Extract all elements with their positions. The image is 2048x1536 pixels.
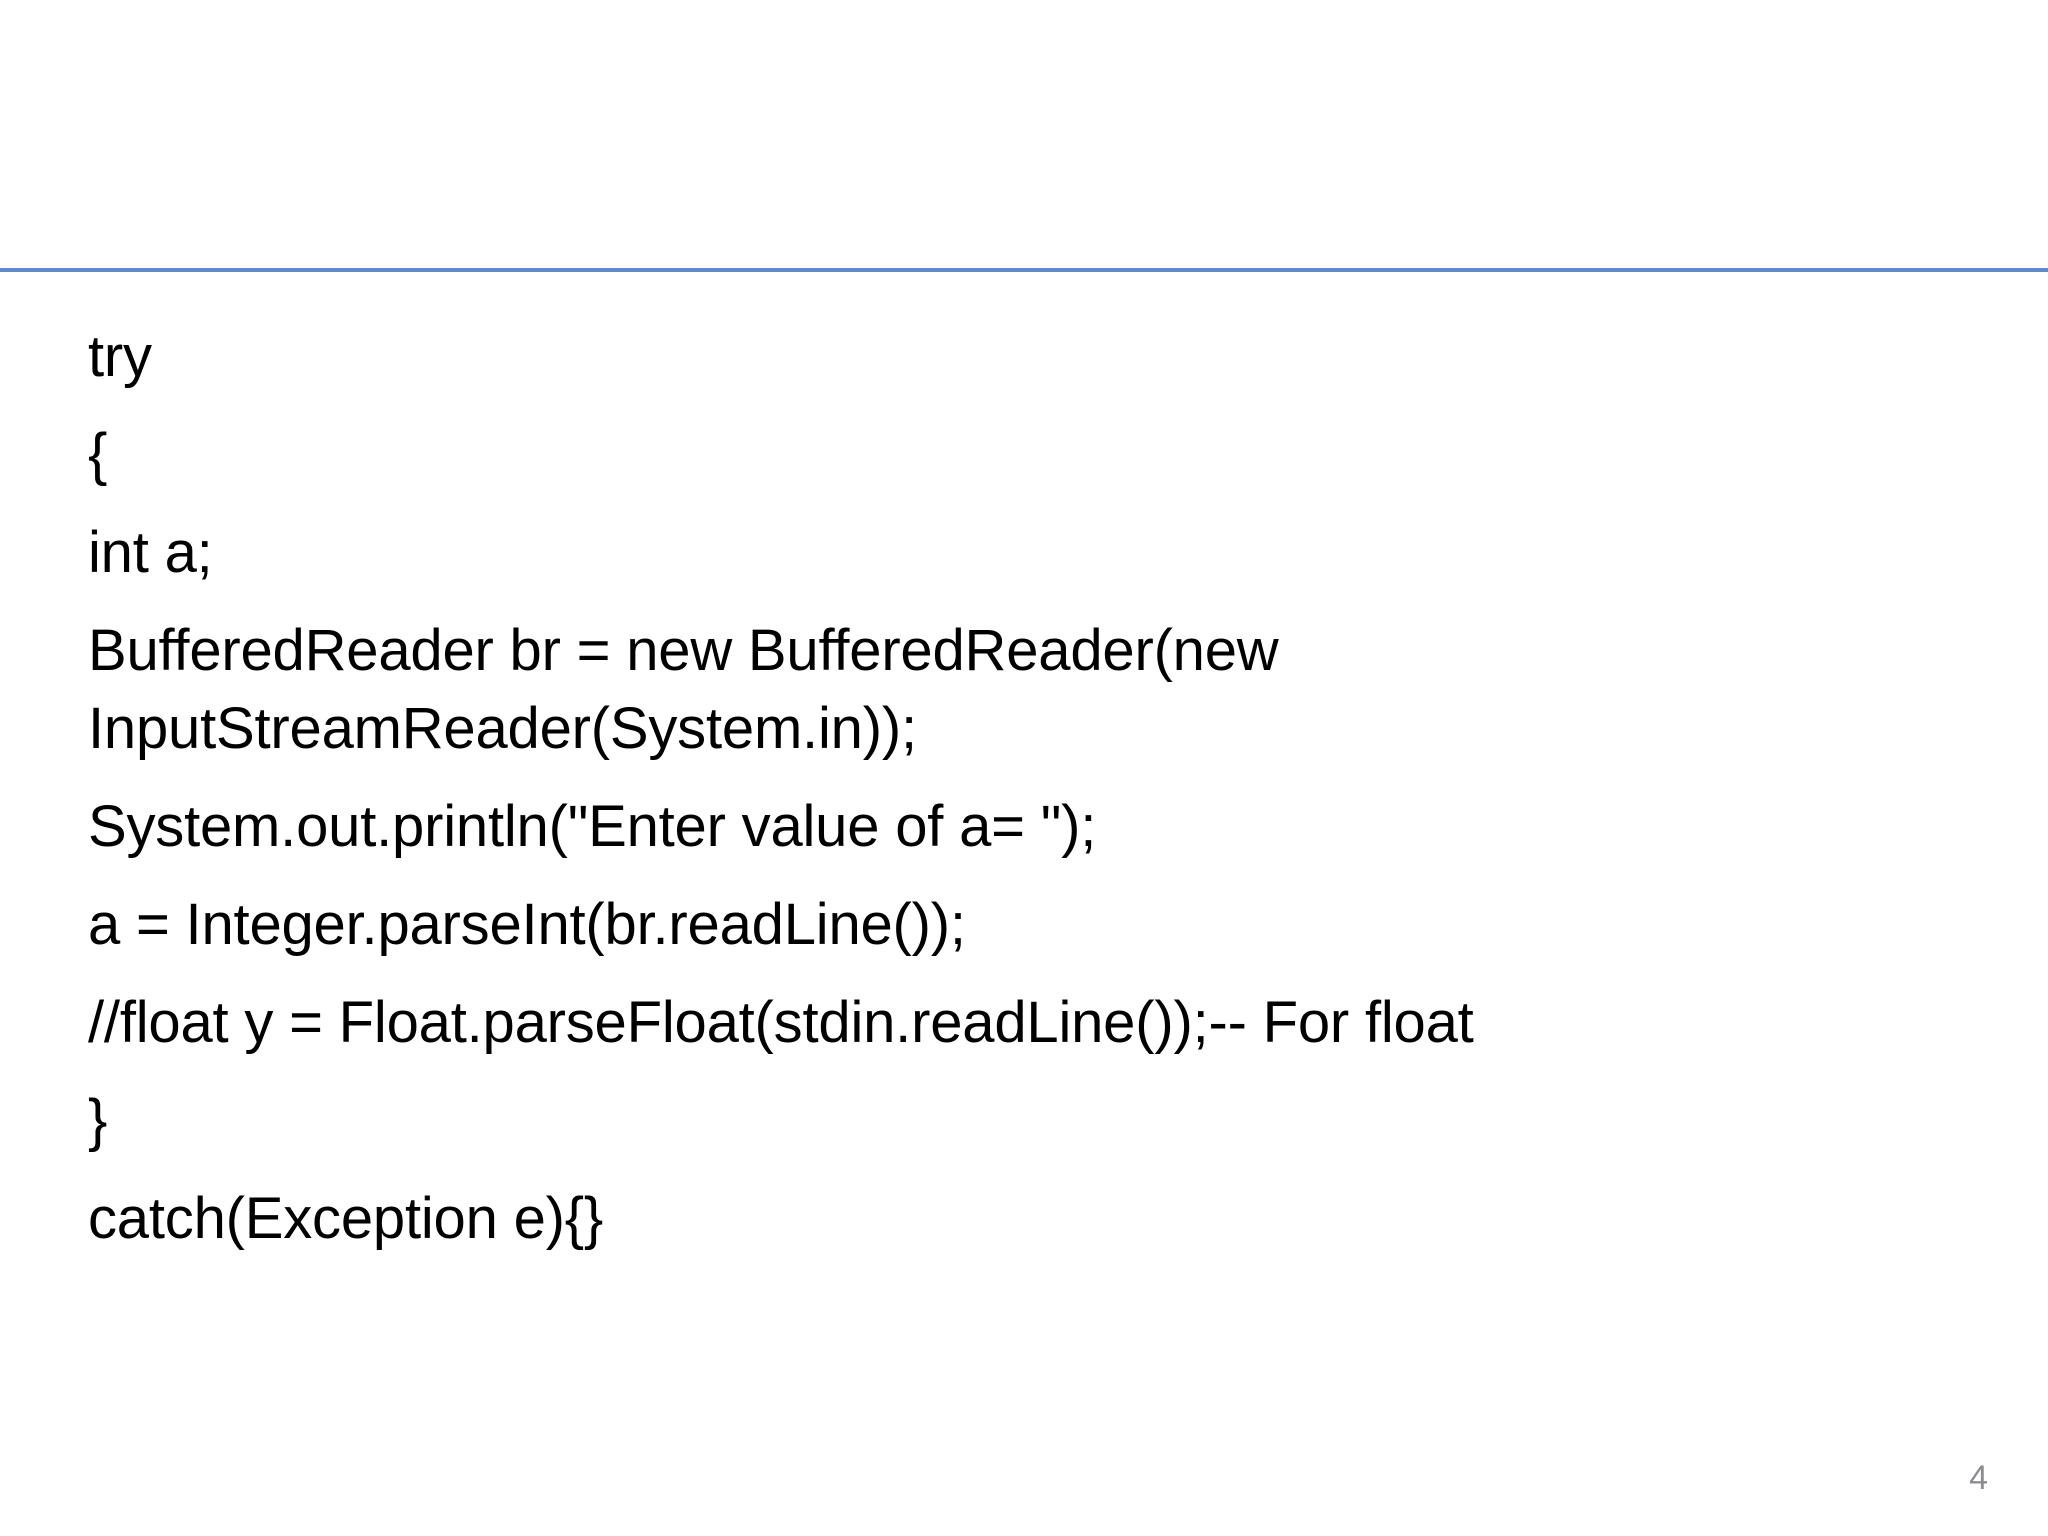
code-line: BufferedReader br = new BufferedReader(n… bbox=[88, 618, 1295, 761]
slide-body-text[interactable]: try { int a; BufferedReader br = new Buf… bbox=[88, 318, 1618, 1258]
code-line: int a; bbox=[88, 520, 213, 585]
title-divider-line bbox=[0, 268, 2048, 272]
code-line: { bbox=[88, 422, 108, 487]
code-line: System.out.println("Enter value of a= ")… bbox=[88, 794, 1097, 859]
code-line: a = Integer.parseInt(br.readLine()); bbox=[88, 892, 966, 957]
code-line: } bbox=[88, 1088, 108, 1153]
slide-title[interactable] bbox=[0, 40, 2048, 270]
code-line: try bbox=[88, 324, 152, 389]
slide-number: 4 bbox=[1969, 1459, 1988, 1497]
code-line: //float y = Float.parseFloat(stdin.readL… bbox=[88, 990, 1474, 1055]
code-line: catch(Exception e){} bbox=[88, 1186, 604, 1251]
